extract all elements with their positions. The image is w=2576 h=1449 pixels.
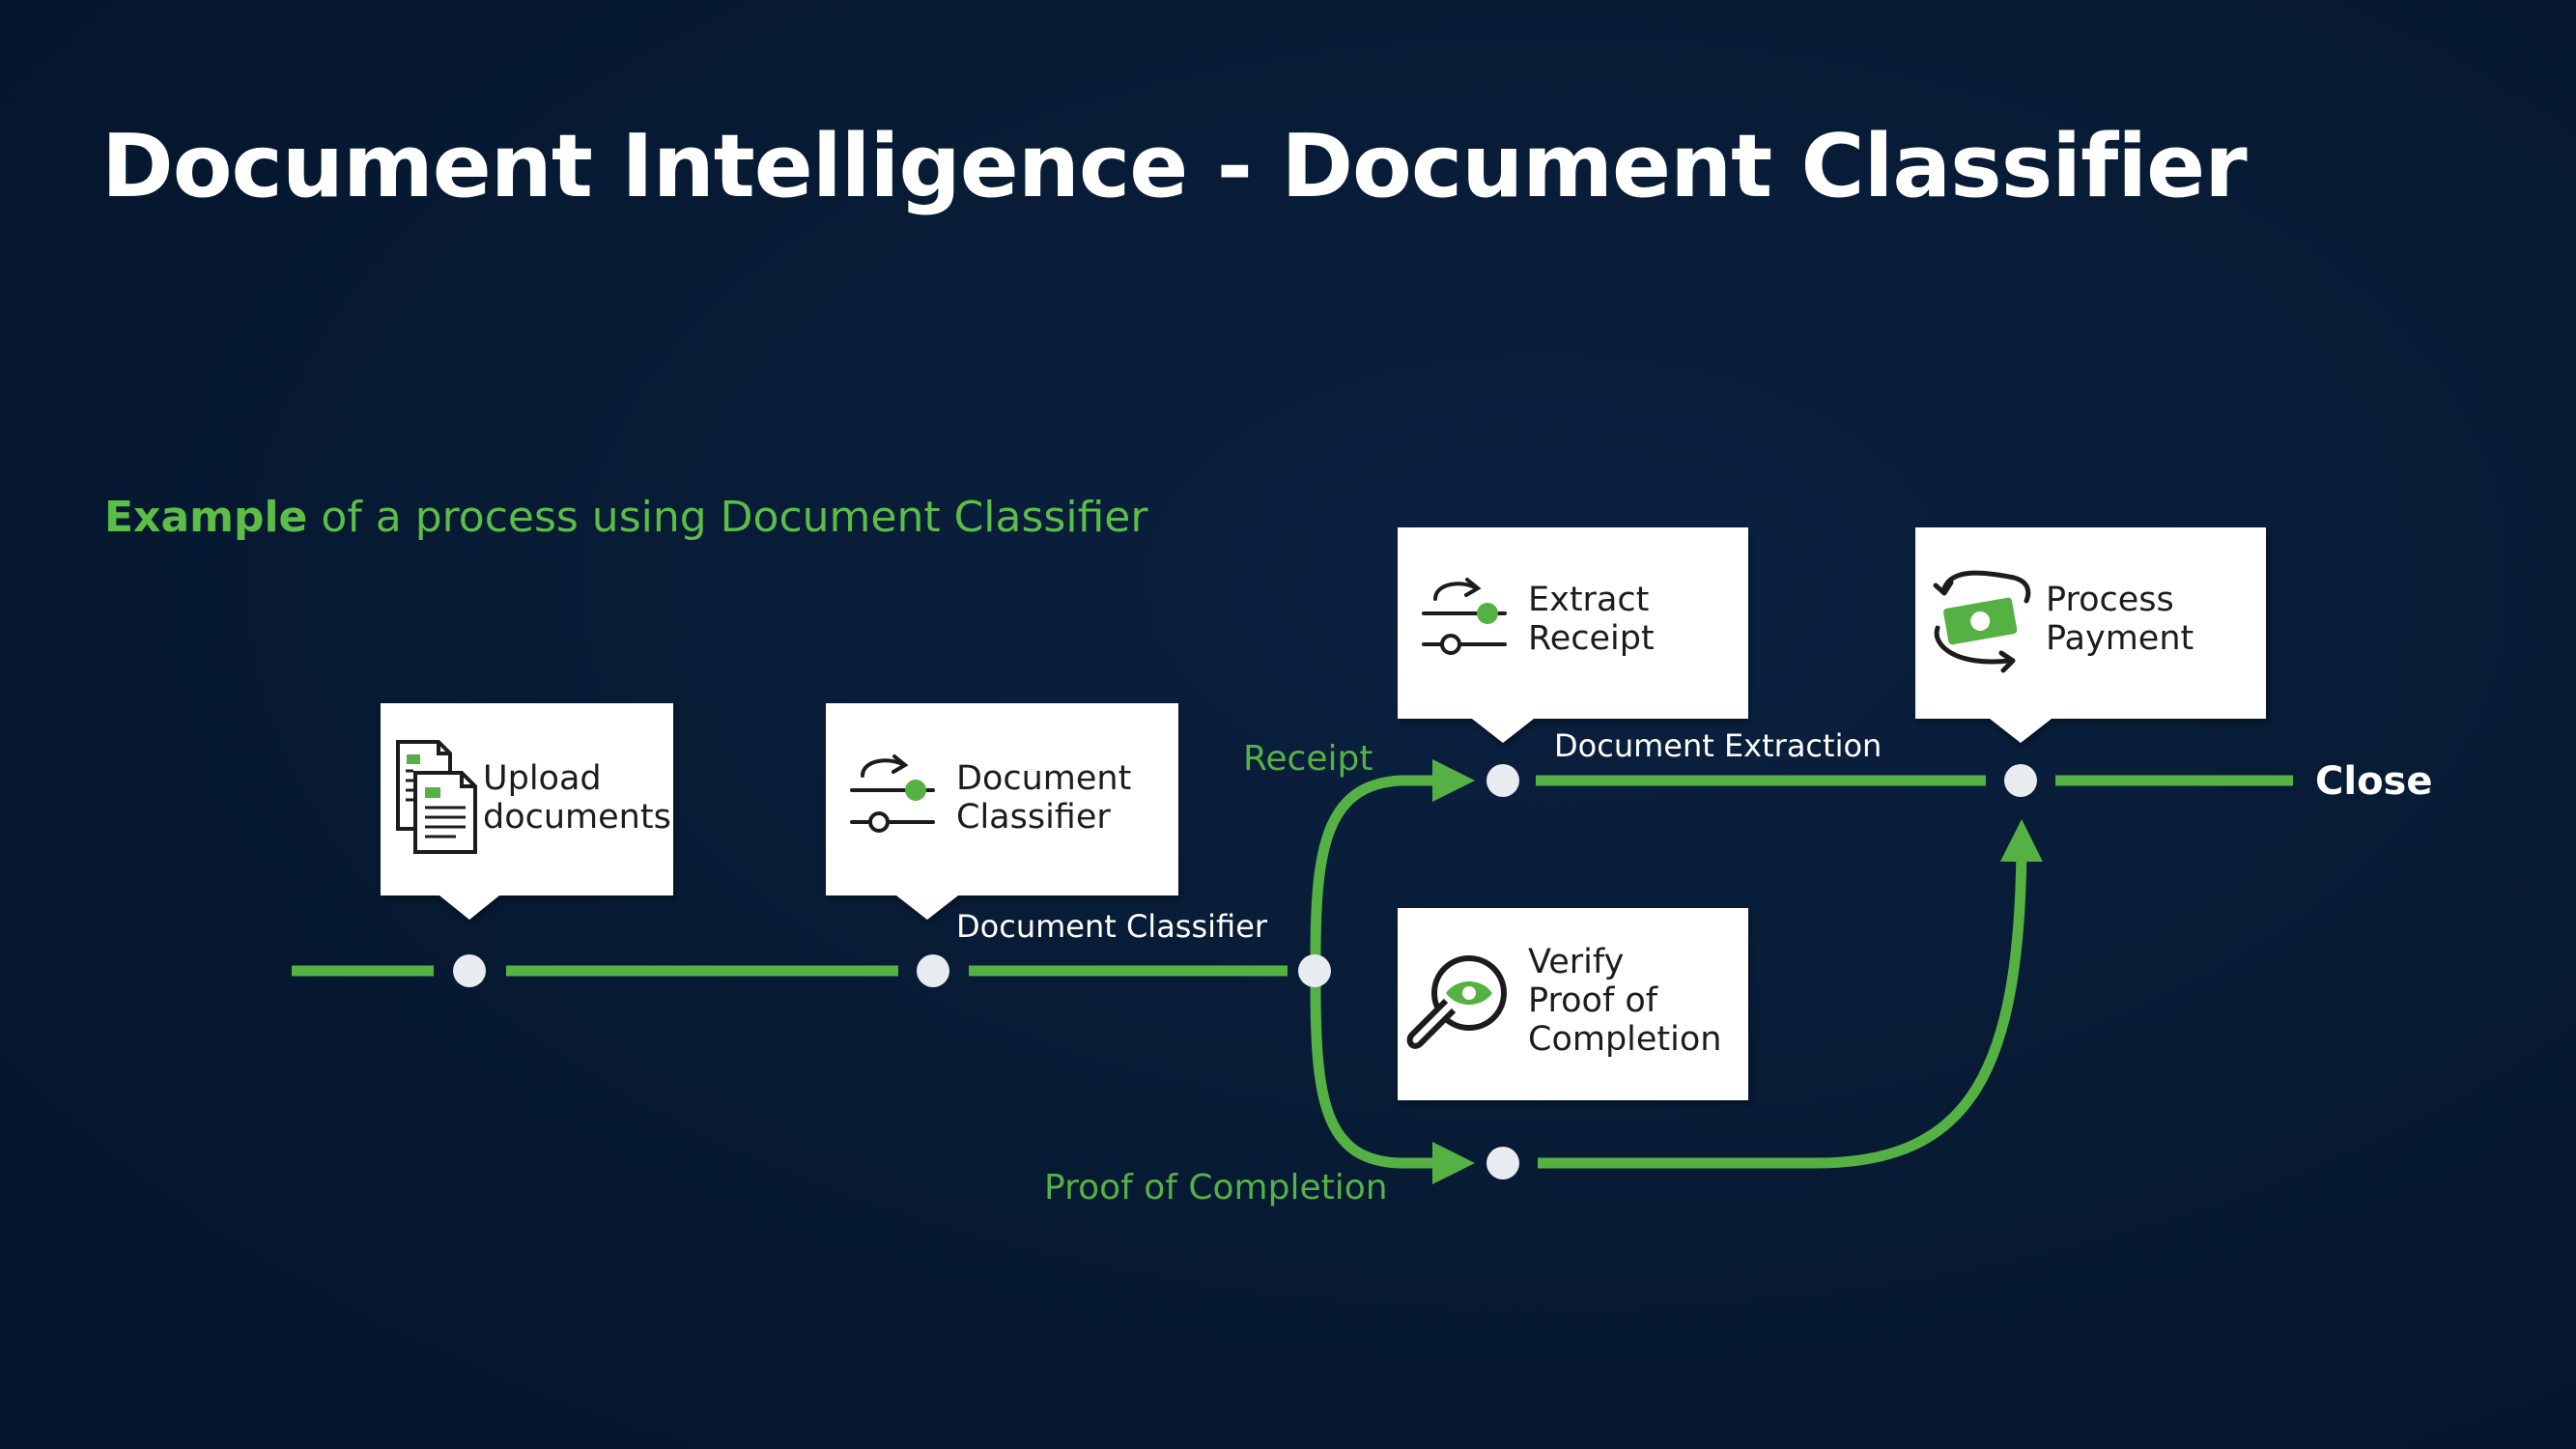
payment-cycle-icon [1933, 570, 2031, 673]
documents-icon [396, 740, 477, 854]
diagram-subtitle: Example of a process using Document Clas… [104, 493, 1147, 542]
node-payment [2004, 764, 2037, 797]
edge-label-close: Close [2315, 759, 2432, 804]
connector-receipt-branch [1310, 759, 1475, 959]
node-upload [453, 954, 486, 987]
subtitle-rest: of a process using Document Classifier [307, 493, 1148, 542]
extract-label-line2: Receipt [1528, 619, 1655, 658]
node-extract [1486, 764, 1519, 797]
verify-label-line2: Proof of [1528, 981, 1658, 1020]
connector-lines [292, 759, 2293, 1184]
subtitle-emphasis: Example [104, 493, 308, 542]
edge-label-receipt: Receipt [1243, 739, 1373, 779]
verify-label-line1: Verify [1528, 943, 1624, 981]
magnifier-eye-icon [1406, 955, 1507, 1049]
extract-sliders-icon [1422, 578, 1507, 655]
classifier-sliders-icon [850, 754, 935, 833]
payment-label-line2: Payment [2046, 619, 2194, 658]
page-title: Document Intelligence - Document Classif… [101, 116, 2248, 217]
classifier-label-line2: Classifier [956, 798, 1111, 837]
extract-label-line1: Extract [1528, 581, 1649, 619]
connector-verify-payment [1538, 819, 2043, 1169]
upload-label-line1: Upload [483, 759, 602, 798]
payment-label-line1: Process [2046, 581, 2174, 619]
classifier-label-line1: Document [956, 759, 1131, 798]
node-branch [1298, 954, 1331, 987]
node-classifier [917, 954, 949, 987]
verify-label-line3: Completion [1528, 1020, 1721, 1059]
step-card-payment [1915, 527, 2266, 743]
nodes [453, 764, 2037, 1179]
step-card-upload [381, 703, 673, 920]
step-card-extract [1398, 527, 1748, 743]
node-verify [1486, 1147, 1519, 1179]
connector-proof-branch [1310, 984, 1475, 1184]
step-card-classifier [826, 703, 1178, 920]
upload-label-line2: documents [483, 798, 671, 837]
edge-label-proof-of-completion: Proof of Completion [1044, 1168, 1388, 1208]
edge-label-document-classifier: Document Classifier [956, 908, 1268, 945]
edge-label-document-extraction: Document Extraction [1554, 727, 1882, 764]
